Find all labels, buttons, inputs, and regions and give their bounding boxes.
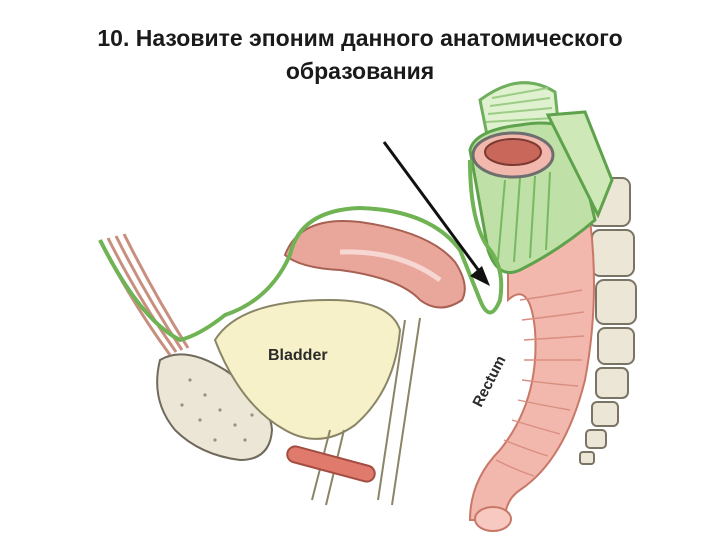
bladder — [213, 298, 402, 440]
clitoral-body — [286, 445, 376, 483]
rectum-label: Rectum — [469, 353, 509, 410]
title-line-1: 10. Назовите эпоним данного анатомическо… — [97, 25, 623, 51]
peritoneum-line — [98, 159, 504, 343]
pubic-bone — [156, 353, 274, 462]
pointer-arrow — [382, 141, 490, 286]
rectum — [468, 213, 595, 532]
peritoneum-over-colon — [468, 110, 614, 274]
title-line-2: образования — [285, 58, 435, 84]
bladder-label: Bladder — [268, 347, 328, 364]
uterus — [283, 220, 466, 309]
slide-title: 10. Назовите эпоним данного анатомическо… — [0, 22, 720, 88]
